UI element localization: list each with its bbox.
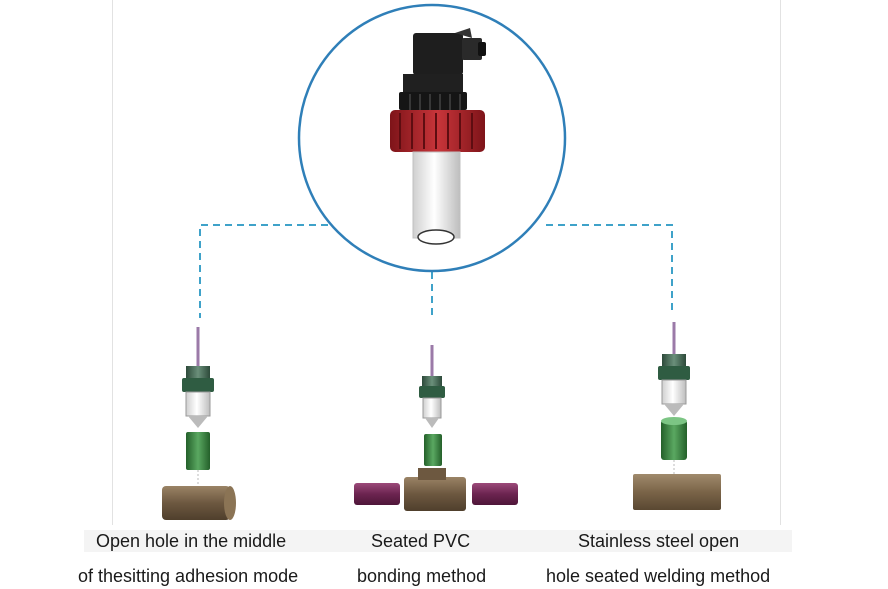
center-assembly bbox=[354, 345, 518, 511]
right-assembly bbox=[633, 322, 721, 510]
caption-center-line1: Seated PVC bbox=[371, 531, 471, 551]
caption-center-line2: bonding method bbox=[357, 566, 487, 586]
highlight-circle bbox=[297, 3, 567, 273]
caption-left-line1: Open hole in the middle bbox=[96, 531, 287, 551]
pressure-transmitter-icon bbox=[390, 28, 486, 245]
dashed-connectors bbox=[199, 224, 673, 318]
page-border-right bbox=[780, 0, 781, 525]
caption-band-row1 bbox=[84, 530, 792, 552]
connector-left bbox=[199, 224, 328, 318]
caption-right-line1: Stainless steel open bbox=[578, 531, 740, 551]
page-border-left bbox=[112, 0, 113, 525]
caption-right-line2: hole seated welding method bbox=[546, 566, 771, 586]
pipe-fitting-icon bbox=[162, 486, 236, 520]
installation-diagram bbox=[162, 3, 721, 520]
caption-left-line2: of thesitting adhesion mode bbox=[78, 566, 299, 586]
connector-right bbox=[546, 224, 673, 312]
left-assembly bbox=[162, 327, 236, 520]
